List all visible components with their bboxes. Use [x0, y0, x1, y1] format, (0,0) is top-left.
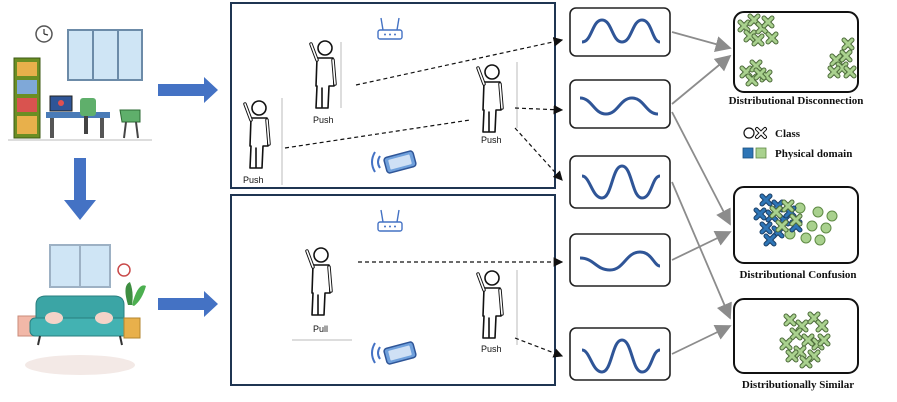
cross-marker: [779, 337, 793, 351]
cross-marker: [789, 327, 803, 341]
panel-confusion: Distributional Confusion: [733, 186, 859, 281]
cross-marker: [743, 29, 757, 43]
legend-blue-square: [742, 147, 754, 159]
cross-marker: [759, 193, 773, 207]
cross-marker: [753, 67, 767, 81]
panel-caption: Distributional Disconnection: [729, 95, 864, 107]
cross-marker: [737, 19, 751, 33]
figure-label: Push: [313, 115, 334, 125]
figure-label: Push: [243, 175, 264, 185]
signal-wave-icon: [569, 155, 671, 209]
cross-marker: [759, 221, 773, 235]
circle-marker: [806, 220, 818, 232]
cross-marker: [751, 33, 765, 47]
legend-domain-label: Physical domain: [775, 148, 852, 160]
cross-marker: [783, 313, 797, 327]
circle-marker: [826, 210, 838, 222]
signal-wave-icon: [569, 79, 671, 129]
figure-label: Pull: [313, 324, 328, 334]
cross-marker: [799, 355, 813, 369]
dashed-arrows: [284, 37, 564, 358]
cross-marker: [827, 65, 841, 79]
cross-marker: [801, 333, 815, 347]
cross-marker: [789, 213, 803, 227]
signal-waves: [569, 7, 671, 381]
legend-green-square: [755, 147, 767, 159]
cross-marker: [841, 37, 855, 51]
panel-caption: Distributionally Similar: [742, 379, 854, 391]
cross-marker: [839, 49, 853, 63]
figure-label: Push: [481, 135, 502, 145]
signal-wave-icon: [569, 327, 671, 381]
bottom-scene-panel: Pull Push: [230, 194, 556, 386]
cross-marker: [793, 345, 807, 359]
cross-marker: [761, 15, 775, 29]
legend: Class Physical domain: [742, 127, 852, 160]
cross-marker: [769, 205, 783, 219]
panel-similar: Distributionally Similar: [733, 298, 859, 391]
cross-marker: [843, 65, 857, 79]
living-room-icon: [17, 244, 146, 375]
cross-marker: [817, 333, 831, 347]
cross-marker: [815, 319, 829, 333]
cross-marker: [763, 233, 777, 247]
circle-marker: [820, 222, 832, 234]
cross-marker: [835, 61, 849, 75]
cross-marker: [781, 199, 795, 213]
cross-marker: [785, 349, 799, 363]
grey-arrows: [671, 31, 732, 355]
office-room-icon: [8, 25, 152, 141]
legend-circle-marker: [743, 127, 755, 139]
signal-wave-icon: [569, 233, 671, 287]
circle-marker: [814, 234, 826, 246]
panel-caption: Distributional Confusion: [739, 269, 856, 281]
cross-marker: [775, 219, 789, 233]
legend-cross-marker: [755, 127, 767, 139]
room-to-scene-arrows: [64, 77, 218, 317]
figure-label: Push: [481, 344, 502, 354]
legend-class-label: Class: [775, 128, 801, 140]
cross-marker: [765, 31, 779, 45]
cross-marker: [753, 207, 767, 221]
top-scene-panel: Push Push Push: [230, 2, 556, 189]
circle-marker: [812, 206, 824, 218]
panel-disconnection: Distributional Disconnection: [729, 11, 864, 107]
signal-wave-icon: [569, 7, 671, 57]
circle-marker: [800, 232, 812, 244]
cross-marker: [749, 59, 763, 73]
